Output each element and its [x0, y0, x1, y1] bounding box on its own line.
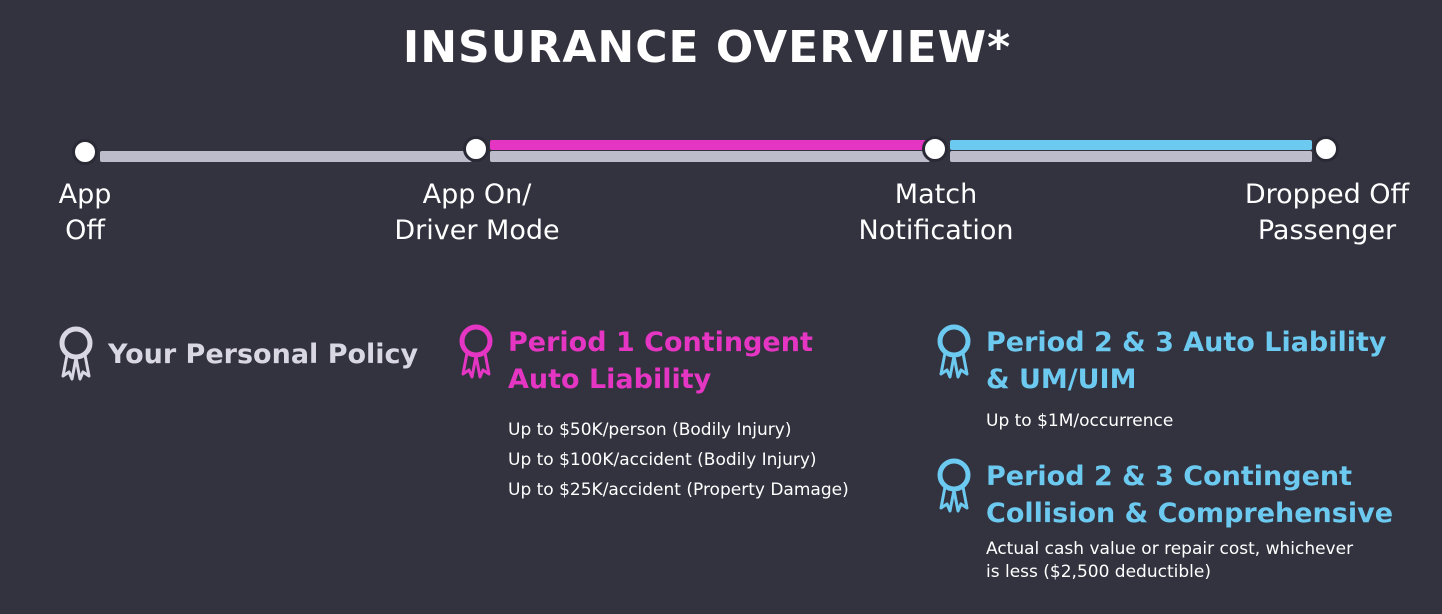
label-line: Notification: [858, 215, 1014, 246]
timeline-node-match: [922, 136, 948, 162]
title-line: Period 1 Contingent: [508, 327, 813, 358]
ribbon-award-icon: [59, 326, 93, 381]
track-blue: [950, 140, 1312, 150]
policy-period23-collision-details: Actual cash value or repair cost, whiche…: [986, 538, 1353, 584]
track-pink: [490, 140, 930, 150]
policy-period23-liability-details: Up to $1M/occurrence: [986, 406, 1173, 436]
ribbon-award-icon: [937, 458, 971, 513]
detail-line: Up to $1M/occurrence: [986, 411, 1174, 431]
timeline-label-app-off: App Off: [59, 177, 112, 249]
policy-period1-details: Up to $50K/person (Bodily Injury) Up to …: [508, 415, 849, 505]
label-line: Match: [894, 179, 978, 210]
ribbon-award-icon: [459, 324, 493, 379]
ribbon-award-icon: [937, 324, 971, 379]
timeline-label-match: Match Notification: [859, 177, 1014, 249]
label-line: Dropped Off: [1244, 179, 1410, 210]
detail-line: is less ($2,500 deductible): [986, 562, 1211, 582]
timeline-node-dropped-off: [1313, 136, 1339, 162]
timeline-label-dropped-off: Dropped Off Passenger: [1245, 177, 1409, 249]
track-gray-1: [100, 151, 472, 162]
label-line: App: [58, 179, 112, 210]
title-line: Auto Liability: [508, 364, 712, 395]
detail-line: Up to $25K/accident (Property Damage): [508, 480, 849, 500]
timeline-label-app-on: App On/ Driver Mode: [394, 177, 559, 249]
title-line: Period 2 & 3 Auto Liability: [986, 327, 1387, 358]
policy-period23-liability-title: Period 2 & 3 Auto Liability & UM/UIM: [986, 324, 1387, 398]
policy-period1-title: Period 1 Contingent Auto Liability: [508, 324, 813, 398]
label-line: App On/: [422, 179, 532, 210]
policy-period23-collision-title: Period 2 & 3 Contingent Collision & Comp…: [986, 458, 1393, 532]
policy-personal-title: Your Personal Policy: [108, 339, 419, 370]
detail-line: Actual cash value or repair cost, whiche…: [986, 539, 1354, 559]
label-line: Driver Mode: [394, 215, 560, 246]
title-line: & UM/UIM: [986, 364, 1137, 395]
detail-line: Up to $100K/accident (Bodily Injury): [508, 450, 817, 470]
page-title: INSURANCE OVERVIEW*: [402, 22, 1012, 73]
label-line: Off: [65, 215, 105, 246]
timeline-node-app-off: [72, 139, 98, 165]
track-gray-2: [490, 151, 930, 162]
title-line: Collision & Comprehensive: [986, 498, 1394, 529]
detail-line: Up to $50K/person (Bodily Injury): [508, 420, 792, 440]
timeline-node-app-on: [463, 136, 489, 162]
track-gray-3: [950, 151, 1312, 162]
title-line: Period 2 & 3 Contingent: [986, 461, 1353, 492]
label-line: Passenger: [1257, 215, 1397, 246]
